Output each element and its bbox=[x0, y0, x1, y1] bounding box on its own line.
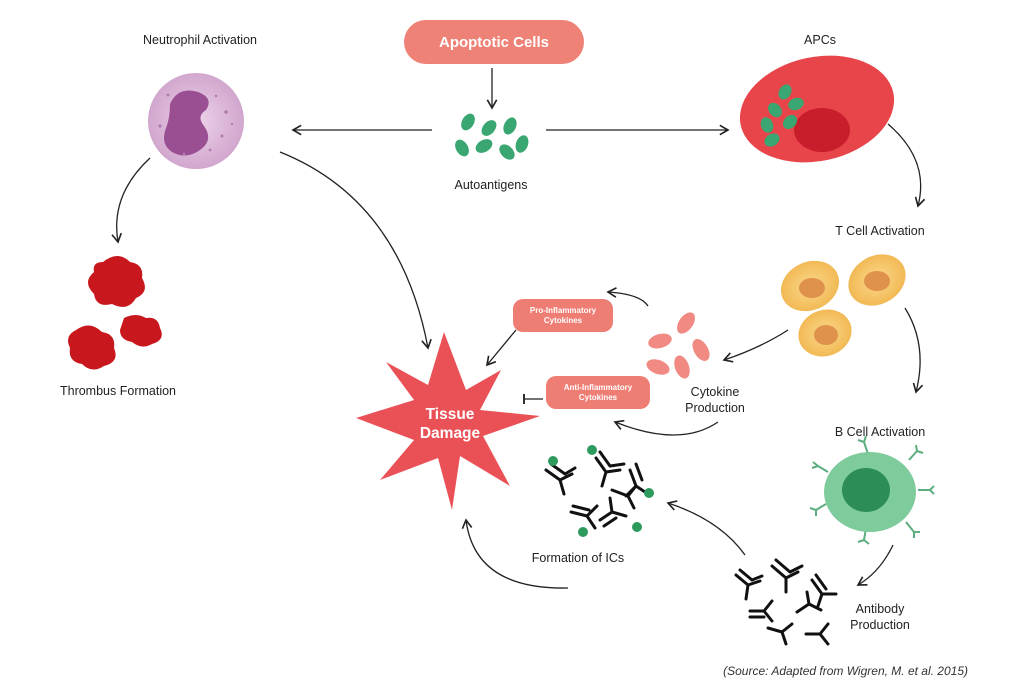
arrow-cytokine-production-to-anti bbox=[613, 419, 719, 436]
immune-complexes-icon bbox=[544, 450, 650, 530]
arrow-neutrophil-to-tissue bbox=[279, 151, 432, 350]
b-cell-activation-label: B Cell Activation bbox=[834, 425, 926, 439]
arrows bbox=[111, 68, 926, 589]
antibody-production-label: Antibody Production bbox=[850, 602, 910, 632]
cytokines-icon bbox=[646, 312, 710, 379]
arrow-cytokine-to-pro bbox=[606, 287, 649, 307]
neutrophil-icon bbox=[148, 73, 244, 169]
tissue-damage-star-icon bbox=[356, 332, 540, 510]
t-cell-activation-label: T Cell Activation bbox=[835, 224, 925, 238]
arrow-tcell-to-bcell bbox=[904, 307, 924, 394]
apoptotic-cells-pill: Apoptotic Cells bbox=[404, 20, 584, 64]
arrow-neutrophil-to-thrombus bbox=[111, 157, 151, 244]
cytokine-production-label: Cytokine Production bbox=[685, 385, 745, 415]
arrow-tcell-to-cytokine bbox=[722, 329, 789, 363]
pro-inflammatory-cytokines-pill: Pro-Inflammatory Cytokines bbox=[513, 299, 613, 332]
thrombus-icon bbox=[68, 256, 162, 370]
immune-complex-antigens bbox=[548, 445, 654, 537]
source-citation: (Source: Adapted from Wigren, M. et al. … bbox=[723, 664, 968, 678]
tissue-damage-label: Tissue Damage bbox=[419, 406, 481, 442]
apcs-label: APCs bbox=[804, 33, 836, 47]
anti-inflammatory-cytokines-pill: Anti-Inflammatory Cytokines bbox=[546, 376, 650, 409]
arrow-apcs-to-tcell bbox=[887, 123, 926, 208]
b-cell-icon bbox=[809, 435, 935, 545]
apc-cell-icon bbox=[739, 55, 895, 163]
arrow-antibody-to-ics bbox=[666, 500, 746, 556]
arrow-ics-to-tissue bbox=[461, 518, 569, 589]
t-cells-icon bbox=[780, 254, 906, 357]
autoantigens-label: Autoantigens bbox=[454, 178, 528, 192]
autoantigens-icon bbox=[455, 113, 529, 160]
arrow-bcell-to-antibody bbox=[856, 544, 894, 586]
arrow-pro-to-tissue bbox=[485, 329, 517, 367]
antibodies-icon bbox=[734, 558, 838, 646]
neutrophil-activation-label: Neutrophil Activation bbox=[143, 33, 257, 47]
thrombus-formation-label: Thrombus Formation bbox=[59, 384, 176, 398]
formation-of-ics-label: Formation of ICs bbox=[531, 551, 625, 565]
